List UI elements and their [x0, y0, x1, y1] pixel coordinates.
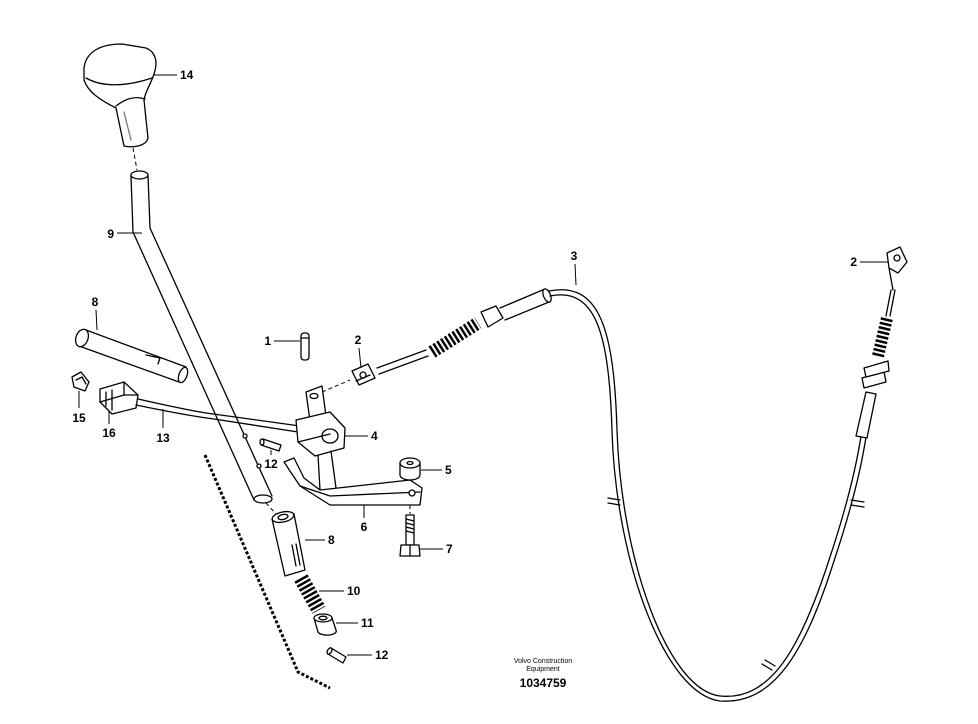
knob-assembly-line — [132, 147, 138, 171]
upper-tube-part — [74, 328, 189, 384]
brand-line-1: Volvo Construction — [514, 658, 572, 665]
callout-labels: 14 9 8 1 2 3 2 15 16 13 12 4 5 6 7 8 10 … — [72, 68, 857, 662]
callout-8-upper: 8 — [92, 295, 99, 309]
callout-6: 6 — [361, 520, 368, 534]
connector-part — [99, 381, 139, 415]
pin-upper-part — [259, 438, 282, 452]
leader-3 — [574, 263, 577, 286]
callout-10: 10 — [347, 584, 361, 598]
callout-5: 5 — [445, 463, 452, 477]
callout-7: 7 — [446, 542, 453, 556]
spring-part — [294, 574, 326, 614]
callout-2-right: 2 — [850, 255, 857, 269]
callout-1: 1 — [264, 334, 271, 348]
bracket-part — [295, 385, 346, 491]
clevis-right-part — [886, 246, 908, 291]
leader-lines — [78, 74, 888, 656]
callout-8-lower: 8 — [328, 533, 335, 547]
lever-assembly-line — [265, 502, 278, 516]
sleeve-lower-part — [271, 510, 306, 577]
wire-part — [135, 398, 301, 433]
callout-12-upper: 12 — [264, 457, 278, 471]
knob-part — [83, 43, 157, 148]
assembly-marker — [203, 454, 331, 690]
callout-4: 4 — [371, 429, 378, 443]
clevis-assembly-line — [321, 379, 351, 393]
callout-13: 13 — [156, 431, 170, 445]
callout-9: 9 — [107, 227, 114, 241]
pin-part — [300, 332, 310, 361]
callout-14: 14 — [180, 68, 194, 82]
cable-part — [376, 288, 896, 702]
callout-3: 3 — [571, 249, 578, 263]
clevis-left-part — [351, 363, 376, 386]
bushing-part — [313, 613, 337, 636]
clip-part — [71, 371, 90, 392]
spacer-part — [399, 457, 421, 481]
callout-16: 16 — [102, 426, 116, 440]
callout-15: 15 — [72, 411, 86, 425]
lever-part — [130, 170, 273, 504]
callout-12-lower: 12 — [375, 648, 389, 662]
drawing-footer: Volvo Construction Equipment 1034759 — [514, 658, 572, 690]
plate-part — [283, 457, 423, 506]
bolt-part — [399, 514, 421, 557]
drawing-number: 1034759 — [520, 676, 567, 690]
callout-2-left: 2 — [355, 333, 362, 347]
leader-8-upper — [95, 309, 98, 331]
pin-lower-part — [326, 647, 347, 664]
brand-line-2: Equipment — [526, 666, 560, 673]
leader-2-left — [358, 347, 362, 369]
callout-11: 11 — [361, 616, 374, 630]
